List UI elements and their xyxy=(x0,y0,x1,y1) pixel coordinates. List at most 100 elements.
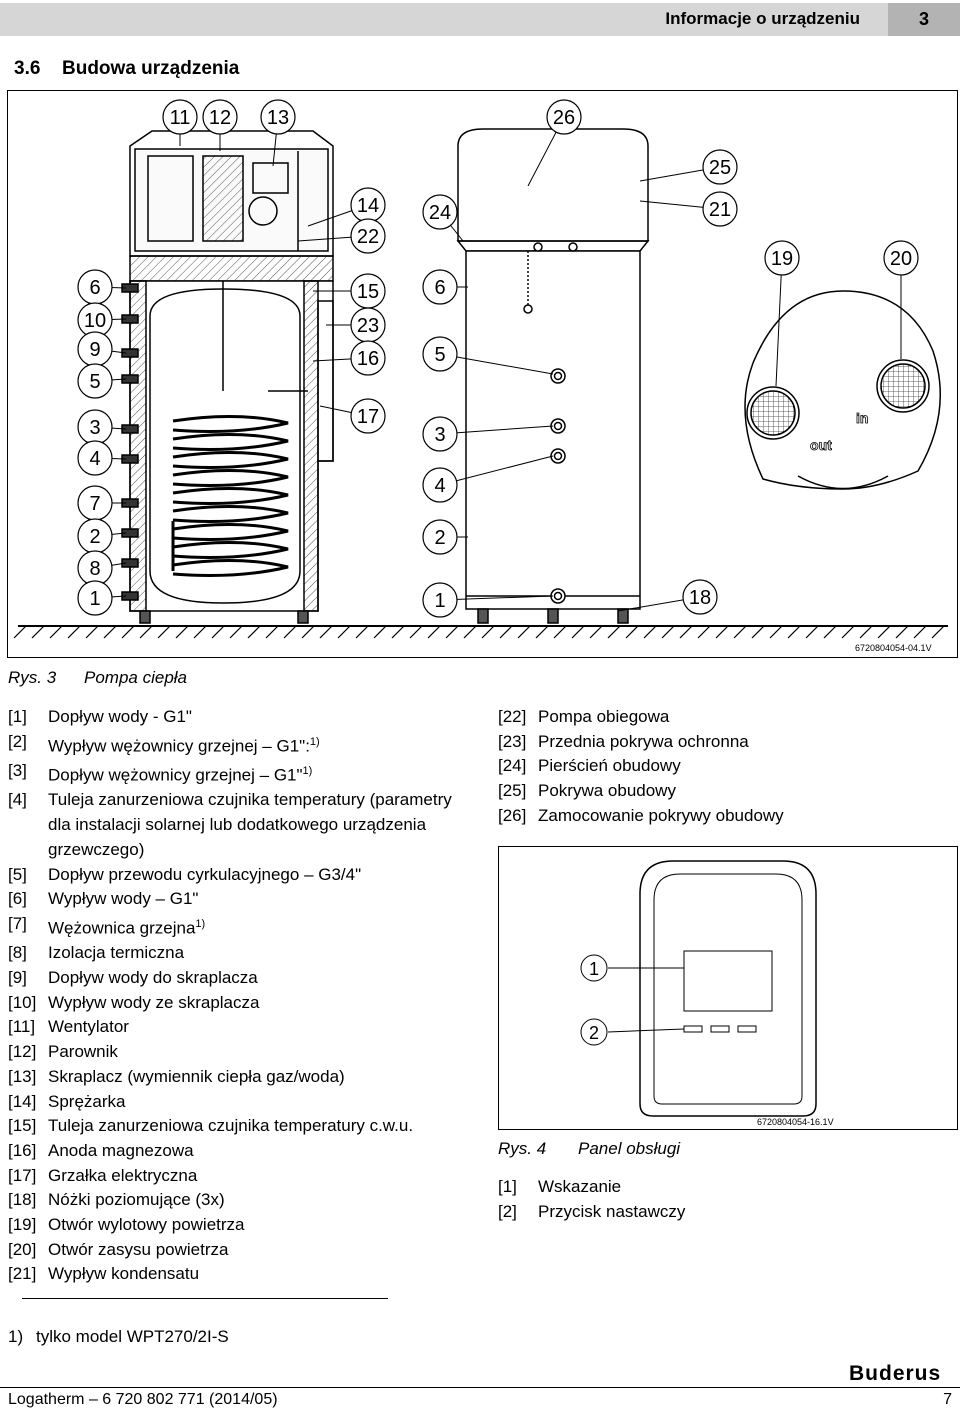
legend-number: [21] xyxy=(8,1264,37,1284)
callout-18 xyxy=(682,579,718,615)
legend-item: [4]Tuleja zanurzeniowa czujnika temperat… xyxy=(8,788,458,862)
legend-number: [3] xyxy=(8,761,27,781)
callout-24 xyxy=(422,194,458,230)
legend-item: [12]Parownik xyxy=(8,1040,458,1065)
legend-text: Wypływ kondensatu xyxy=(48,1264,200,1284)
legend-text: Izolacja termiczna xyxy=(48,943,185,963)
callout-label: 25 xyxy=(709,157,731,179)
legend-item: [22]Pompa obiegowa xyxy=(498,705,948,730)
callout-label: 2 xyxy=(89,526,100,548)
section-number: 3.6 xyxy=(14,58,41,79)
panel-callout-2-label: 2 xyxy=(589,1023,599,1043)
legend-number: [25] xyxy=(498,781,527,801)
port-label-in: in xyxy=(856,410,868,426)
callout-label: 6 xyxy=(89,277,100,299)
port-label-out: out xyxy=(810,437,832,453)
legend-number: [15] xyxy=(8,1116,37,1136)
callout-5 xyxy=(77,363,113,399)
callout-label: 22 xyxy=(357,226,379,248)
control-panel-drawing: 1 2 xyxy=(498,846,958,1130)
legend-number: [2] xyxy=(498,1201,517,1221)
callout-16 xyxy=(350,340,386,376)
legend-number: [19] xyxy=(8,1215,37,1235)
legend-text: Zamocowanie pokrywy obudowy xyxy=(538,805,784,825)
ground-line xyxy=(13,625,948,639)
callout-1 xyxy=(77,580,113,616)
legend-text: Anoda magnezowa xyxy=(48,1140,194,1160)
legend-figure-4: [1]Wskazanie[2] Przycisk nastawczy xyxy=(498,1175,948,1224)
legend-item: [11]Wentylator xyxy=(8,1015,458,1040)
legend-item: [20]Otwór zasysu powietrza xyxy=(8,1238,458,1263)
legend-text: Tuleja zanurzeniowa czujnika temperatury… xyxy=(48,1116,414,1136)
legend-item: [7]Wężownica grzejna1) xyxy=(8,912,458,941)
legend-item: [15] Tuleja zanurzeniowa czujnika tempera… xyxy=(8,1114,458,1139)
callout-13 xyxy=(260,99,296,135)
figure-4-title: Panel obsługi xyxy=(578,1139,681,1158)
callout-label: 4 xyxy=(434,475,445,497)
legend-item: [1]Dopływ wody - G1" xyxy=(8,705,458,730)
legend-number: [26] xyxy=(498,805,527,825)
header-band xyxy=(0,3,888,36)
callout-label: 24 xyxy=(429,202,451,224)
legend-text: Przednia pokrywa ochronna xyxy=(538,731,749,751)
figure-3-code: 6720804054-04.1V xyxy=(855,643,932,653)
callout-label: 5 xyxy=(434,344,445,366)
figure-4-caption: Rys. 4 Panel obsługi xyxy=(498,1139,680,1159)
figure-3-frame xyxy=(7,90,958,658)
legend-number: [23] xyxy=(498,731,527,751)
callout-label: 3 xyxy=(89,417,100,439)
legend-text: Sprężarka xyxy=(48,1091,126,1111)
callout-21 xyxy=(702,191,738,227)
footnote-rule xyxy=(22,1298,388,1299)
callout-6 xyxy=(422,269,458,305)
legend-text: Pokrywa obudowy xyxy=(538,781,676,801)
legend-text: Wężownica grzejna xyxy=(48,918,196,938)
page-number: 7 xyxy=(943,1391,952,1408)
callout-4 xyxy=(77,440,113,476)
callout-label: 26 xyxy=(553,107,575,129)
section-heading: Budowa urządzenia xyxy=(62,58,240,79)
chapter-box xyxy=(888,3,960,36)
legend-item: [25] Pokrywa obudowy xyxy=(498,779,948,804)
callout-label: 2 xyxy=(434,527,445,549)
callout-label: 16 xyxy=(357,348,379,370)
legend-item: [9]Dopływ wody do skraplacza xyxy=(8,966,458,991)
legend-text: Grzałka elektryczna xyxy=(48,1165,198,1185)
callout-5 xyxy=(422,336,458,372)
footer-rule xyxy=(0,1387,960,1388)
legend-item: [5]Dopływ przewodu cyrkulacyjnego – G3/4… xyxy=(8,863,458,888)
legend-item: [2] Wypływ wężownicy grzejnej – G1":1) xyxy=(8,730,458,759)
top-view xyxy=(744,290,941,490)
legend-number: [22] xyxy=(498,707,527,726)
panel-callout-1-label: 1 xyxy=(589,959,599,979)
legend-text: Parownik xyxy=(48,1042,118,1062)
figure-4-label: Rys. 4 xyxy=(498,1139,547,1158)
legend-number: [2] xyxy=(8,731,27,751)
legend-item: [23] Przednia pokrywa ochronna xyxy=(498,730,948,755)
chapter-number: 3 xyxy=(918,9,929,29)
callout-label: 5 xyxy=(89,371,100,393)
footnote-mark: 1) xyxy=(8,1327,24,1346)
legend-number: [18] xyxy=(8,1190,37,1210)
legend-item: [19]Otwór wylotowy powietrza xyxy=(8,1213,458,1238)
legend-text: Dopływ wężownicy grzejnej – G1" xyxy=(48,765,303,785)
legend-text: Skraplacz (wymiennik ciepła gaz/woda) xyxy=(48,1066,345,1086)
legend-number: [4] xyxy=(8,790,27,810)
legend-text: Wypływ wężownicy grzejnej – G1": xyxy=(48,736,310,756)
callout-label: 21 xyxy=(709,199,731,221)
footnote-ref: 1) xyxy=(309,735,320,748)
legend-text: Dopływ wody - G1" xyxy=(48,707,192,726)
legend-item: [26] Zamocowanie pokrywy obudowy xyxy=(498,804,948,829)
section-title: 3.6 Budowa urządzenia xyxy=(14,58,239,80)
callout-11 xyxy=(162,99,198,135)
legend-text: Wskazanie xyxy=(538,1177,622,1196)
legend-number: [20] xyxy=(8,1239,37,1259)
callout-25 xyxy=(702,149,738,185)
footer-document-id: Logatherm – 6 720 802 771 (2014/05) xyxy=(8,1391,278,1408)
legend-item: [21] Wypływ kondensatu xyxy=(8,1262,458,1287)
legend-text: Przycisk nastawczy xyxy=(538,1201,686,1221)
panel-callout-2 xyxy=(580,1018,608,1046)
footnote-text: tylko model WPT270/2I-S xyxy=(36,1327,229,1346)
legend-item: [1]Wskazanie xyxy=(498,1175,948,1200)
callout-20 xyxy=(883,240,919,276)
